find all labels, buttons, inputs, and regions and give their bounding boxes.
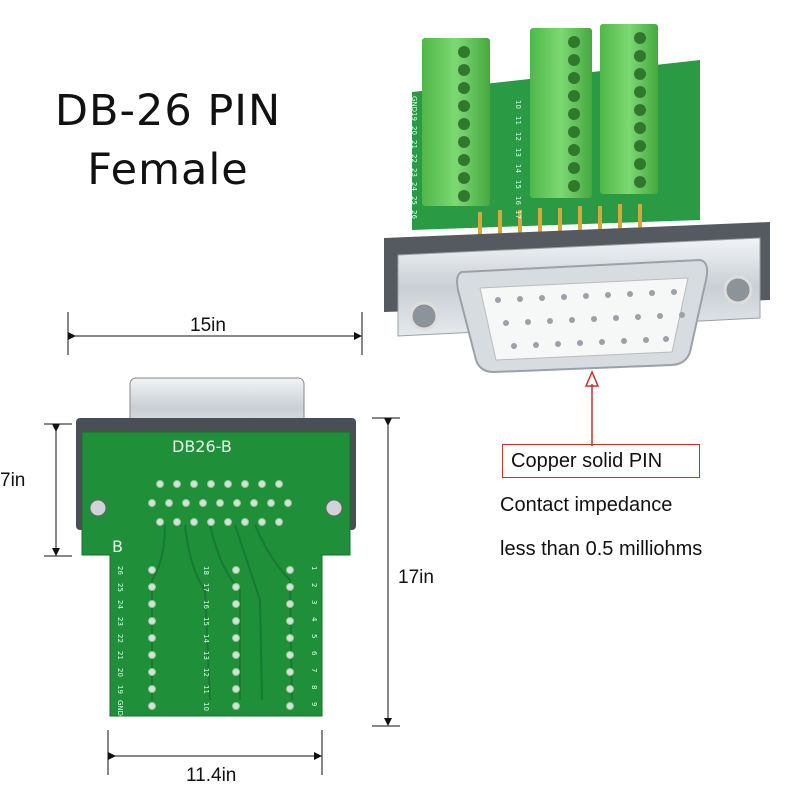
svg-text:8: 8 xyxy=(310,685,318,689)
svg-text:15: 15 xyxy=(514,180,522,189)
terminal-block-middle xyxy=(530,28,592,198)
title-line-2: Female xyxy=(87,145,249,195)
callout-arrow xyxy=(584,370,600,446)
svg-text:23: 23 xyxy=(410,168,418,177)
svg-text:GND: GND xyxy=(410,96,418,112)
svg-text:20: 20 xyxy=(410,126,418,135)
callout-box xyxy=(502,444,700,478)
svg-text:10: 10 xyxy=(202,702,210,711)
svg-text:22: 22 xyxy=(410,154,418,163)
svg-text:17: 17 xyxy=(514,210,522,219)
svg-text:10: 10 xyxy=(514,100,522,109)
svg-text:16: 16 xyxy=(514,196,522,205)
board-corner-mark: B xyxy=(112,537,123,556)
svg-text:9: 9 xyxy=(310,702,318,706)
callout-feature: Copper solid PIN xyxy=(511,450,663,472)
screw-hole-left-icon xyxy=(409,301,439,331)
svg-text:11: 11 xyxy=(514,116,522,125)
svg-text:26: 26 xyxy=(116,566,124,575)
dimension-height-side: 7in xyxy=(0,470,26,491)
socket-holes xyxy=(495,289,685,349)
board-pin-holes xyxy=(148,480,292,526)
svg-text:22: 22 xyxy=(116,634,124,643)
svg-text:19: 19 xyxy=(116,685,124,694)
screw-hole-right-icon xyxy=(723,275,753,305)
callout-detail-line-2: less than 0.5 milliohms xyxy=(500,538,703,560)
svg-text:13: 13 xyxy=(202,651,210,660)
svg-text:3: 3 xyxy=(310,600,318,604)
svg-text:12: 12 xyxy=(202,668,210,677)
svg-text:24: 24 xyxy=(410,182,418,191)
dimension-width-bottom: 11.4in xyxy=(186,765,237,786)
right-column-labels: 1 2 3 4 5 6 7 8 9 xyxy=(310,566,318,706)
svg-text:25: 25 xyxy=(116,583,124,592)
svg-text:7: 7 xyxy=(310,668,318,672)
board-label: DB26-B xyxy=(172,437,232,456)
svg-text:4: 4 xyxy=(310,617,318,622)
svg-text:24: 24 xyxy=(116,600,124,609)
dimension-width-top: 15in xyxy=(190,315,226,336)
svg-text:12: 12 xyxy=(514,132,522,141)
svg-text:25: 25 xyxy=(410,196,418,205)
mount-hole-right-icon xyxy=(325,499,343,517)
svg-text:14: 14 xyxy=(202,634,210,643)
svg-text:19: 19 xyxy=(410,112,418,121)
middle-column-labels: 18 17 16 15 14 13 12 11 10 xyxy=(202,566,210,711)
left-column-labels: 26 25 24 23 22 21 20 19 GND xyxy=(116,566,124,716)
dimension-height-total: 17in xyxy=(398,567,434,588)
svg-text:16: 16 xyxy=(202,600,210,609)
svg-text:20: 20 xyxy=(116,668,124,677)
svg-text:26: 26 xyxy=(410,210,418,219)
svg-text:11: 11 xyxy=(202,685,210,694)
pcb-traces xyxy=(151,524,293,701)
svg-text:14: 14 xyxy=(514,164,522,173)
svg-text:GND: GND xyxy=(116,700,124,716)
title-line-1: DB-26 PIN xyxy=(54,86,282,136)
svg-text:18: 18 xyxy=(202,566,210,575)
connector-photo: 10 11 12 13 14 15 16 17 GND 19 20 21 22 … xyxy=(384,24,770,374)
svg-text:5: 5 xyxy=(310,634,318,638)
mount-hole-left-icon xyxy=(89,499,107,517)
svg-text:23: 23 xyxy=(116,617,124,626)
svg-text:1: 1 xyxy=(310,566,318,570)
svg-text:21: 21 xyxy=(410,140,418,149)
svg-text:2: 2 xyxy=(310,583,318,587)
svg-text:21: 21 xyxy=(116,651,124,660)
svg-text:13: 13 xyxy=(514,148,522,157)
terminal-side-labels: GND 19 20 21 22 23 24 25 26 xyxy=(410,96,418,219)
dimension-lines xyxy=(44,312,400,775)
callout-detail-line-1: Contact impedance xyxy=(500,494,673,516)
svg-text:6: 6 xyxy=(310,651,318,656)
svg-text:15: 15 xyxy=(202,617,210,626)
terminal-block-right xyxy=(600,24,658,194)
terminal-top-labels: 10 11 12 13 14 15 16 17 xyxy=(514,100,522,219)
terminal-block-left xyxy=(422,38,490,206)
svg-text:17: 17 xyxy=(202,583,210,592)
board-diagram: DB26-B B 26 25 24 23 22 21 20 19 GND 18 … xyxy=(76,377,356,717)
